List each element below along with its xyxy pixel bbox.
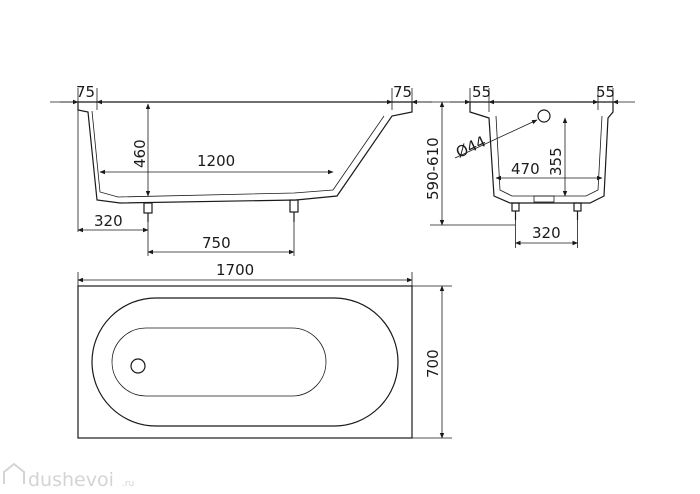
end-leg-right <box>573 202 582 220</box>
dim-rim-right: 75 <box>393 83 412 101</box>
side-view: 75 75 460 1200 320 750 <box>50 83 432 256</box>
dim-bottom-width: 470 <box>511 160 540 178</box>
dim-drain-height: 355 <box>547 147 565 176</box>
top-view: 1700 700 <box>77 261 452 439</box>
top-rim-inner <box>91 297 399 427</box>
dim-drain-diameter: Ø44 <box>453 132 489 161</box>
dim-inner-bottom: 1200 <box>197 152 235 170</box>
dim-leg-offset: 320 <box>94 212 123 230</box>
end-leg-left <box>511 202 520 220</box>
dim-end-rim-left: 55 <box>472 83 491 101</box>
top-drain <box>130 358 146 374</box>
dim-width: 700 <box>424 349 442 378</box>
dim-depth: 460 <box>131 139 149 168</box>
side-leg-left <box>143 202 153 222</box>
watermark: dushevoi .ru <box>3 462 134 491</box>
dim-rim-left: 75 <box>76 83 95 101</box>
dim-end-rim-right: 55 <box>596 83 615 101</box>
dim-end-leg-spacing: 320 <box>532 224 561 242</box>
side-rim-outline <box>77 101 413 204</box>
end-drain-body <box>533 195 555 203</box>
dim-length: 1700 <box>216 261 254 279</box>
end-outline <box>469 101 614 204</box>
watermark-logo-icon <box>3 462 25 484</box>
side-leg-right <box>289 199 299 222</box>
side-inner-contour <box>91 110 385 198</box>
watermark-brand: dushevoi <box>28 469 114 491</box>
top-bottom-area <box>111 327 327 397</box>
drain-hole <box>537 109 551 123</box>
end-view: 55 55 Ø44 355 470 320 590-610 <box>424 83 635 248</box>
dim-line-drain <box>454 119 538 159</box>
dim-total-height: 590-610 <box>424 137 442 200</box>
dim-leg-spacing: 750 <box>202 234 231 252</box>
top-outer-outline <box>77 285 413 439</box>
watermark-suffix: .ru <box>122 479 134 489</box>
